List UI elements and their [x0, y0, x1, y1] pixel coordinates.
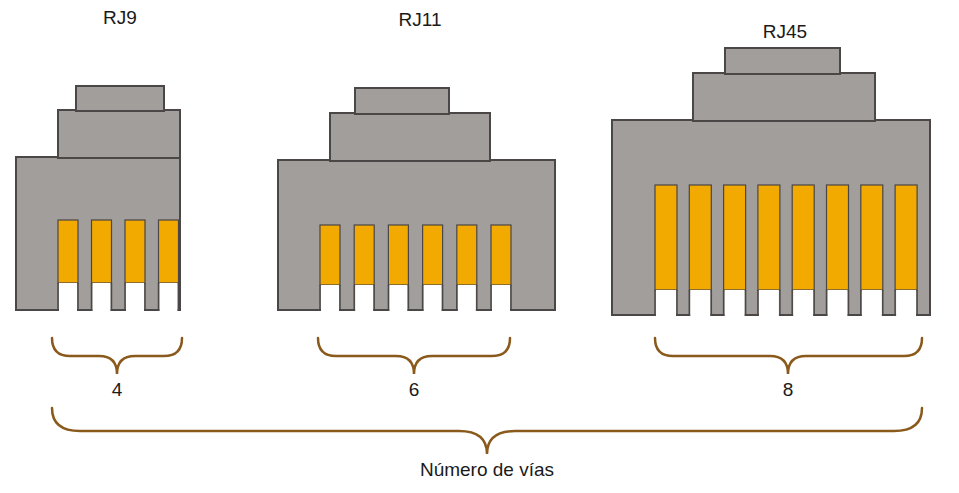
plug-housing — [725, 48, 840, 74]
caption-label: Número de vías — [420, 460, 554, 481]
contact-slot — [321, 285, 339, 312]
slot-edge — [92, 283, 112, 311]
rj-plug — [16, 86, 180, 312]
pin-count: 8 — [783, 380, 794, 401]
slot-edge — [758, 290, 780, 316]
contact-slot — [59, 283, 77, 312]
gold-contact — [827, 185, 849, 290]
gold-contact — [388, 225, 408, 285]
gold-contact — [491, 225, 511, 285]
slot-edge — [457, 285, 477, 311]
braces — [52, 338, 922, 454]
plug-housing — [278, 160, 555, 310]
rj-plug — [278, 88, 555, 312]
slot-edge — [388, 285, 408, 311]
plug-housing — [58, 110, 180, 158]
contact-slot — [458, 285, 476, 312]
slot-edge — [491, 285, 511, 311]
connector-name: RJ11 — [399, 10, 442, 31]
brace — [52, 408, 922, 454]
gold-contact — [792, 185, 814, 290]
gold-contact — [92, 220, 112, 283]
slot-edge — [423, 285, 443, 311]
brace — [52, 338, 182, 374]
gold-contact — [758, 185, 780, 290]
gold-contact — [354, 225, 374, 285]
gold-contact — [689, 185, 711, 290]
contact-slot — [93, 283, 111, 312]
gold-contact — [895, 185, 917, 290]
slot-edge — [125, 283, 145, 311]
plug-housing — [330, 113, 490, 161]
gold-contact — [423, 225, 443, 285]
contact-slot — [862, 290, 882, 317]
connector-name: RJ9 — [103, 8, 137, 29]
gold-contact — [58, 220, 78, 283]
slot-edge — [861, 290, 883, 316]
gold-contact — [457, 225, 477, 285]
plug-housing — [76, 86, 164, 111]
slot-edge — [159, 283, 179, 311]
gold-contact — [861, 185, 883, 290]
gold-contact — [125, 220, 145, 283]
connector-bodies — [16, 48, 930, 317]
contact-slot — [126, 283, 144, 312]
slot-edge — [689, 290, 711, 316]
gold-contact — [724, 185, 746, 290]
contact-slot — [759, 290, 779, 317]
slot-edge — [792, 290, 814, 316]
slot-edge — [895, 290, 917, 316]
contact-slot — [389, 285, 407, 312]
slot-edge — [320, 285, 340, 311]
contact-slot — [355, 285, 373, 312]
brace — [318, 338, 510, 374]
plug-housing — [355, 88, 449, 114]
contact-slot — [690, 290, 710, 317]
gold-contact — [320, 225, 340, 285]
contact-slot — [828, 290, 848, 317]
plug-housing — [612, 120, 930, 315]
contact-slot — [725, 290, 745, 317]
contact-slot — [896, 290, 916, 317]
gold-contact — [655, 185, 677, 290]
contact-slot — [793, 290, 813, 317]
slot-edge — [58, 283, 78, 311]
contact-slot — [424, 285, 442, 312]
rj-plug — [612, 48, 930, 317]
contact-slot — [160, 283, 178, 312]
slot-edge — [724, 290, 746, 316]
pin-count: 4 — [112, 380, 123, 401]
slot-edge — [827, 290, 849, 316]
slot-edge — [655, 290, 677, 316]
plug-housing — [693, 73, 875, 121]
brace — [655, 338, 922, 374]
pin-count: 6 — [409, 380, 420, 401]
contact-slot — [656, 290, 676, 317]
contact-slot — [492, 285, 510, 312]
connector-name: RJ45 — [763, 22, 807, 43]
gold-contact — [159, 220, 179, 283]
slot-edge — [354, 285, 374, 311]
